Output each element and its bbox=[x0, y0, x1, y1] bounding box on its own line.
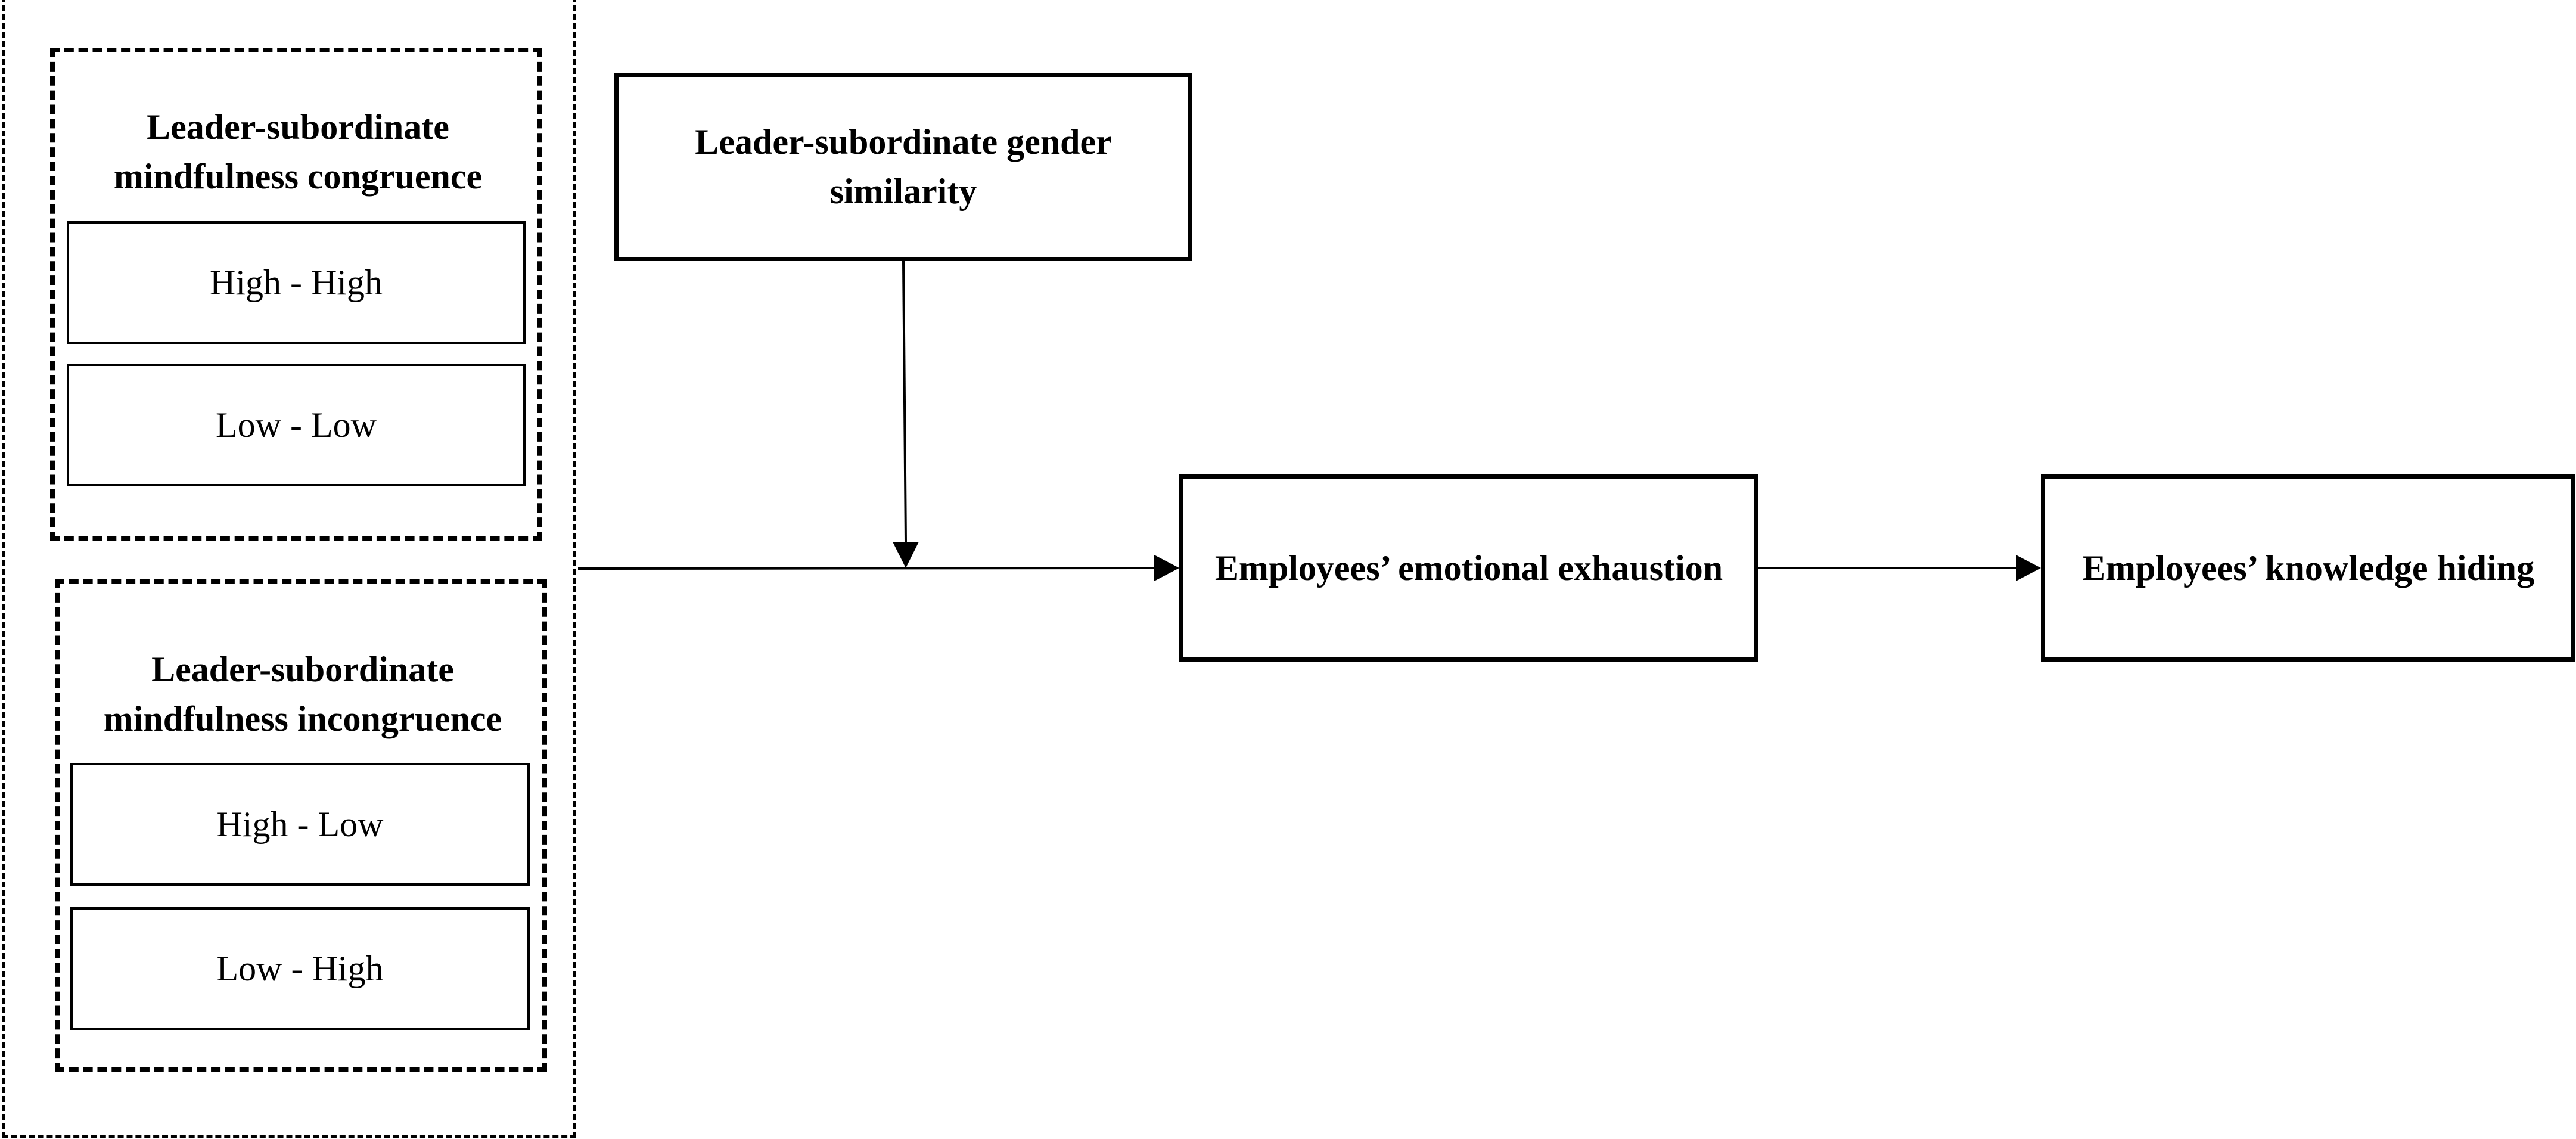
moderator-label: Leader-subordinate gender similarity bbox=[695, 122, 1112, 211]
moderator-node: Leader-subordinate gender similarity bbox=[614, 73, 1192, 261]
arrowhead-mediator-icon bbox=[1154, 555, 1179, 581]
high-low-label: High - Low bbox=[216, 804, 384, 844]
high-high-label: High - High bbox=[210, 262, 383, 302]
low-low-box: Low - Low bbox=[67, 364, 526, 486]
high-high-box: High - High bbox=[67, 221, 526, 344]
high-low-box: High - Low bbox=[70, 763, 530, 886]
edge-predictors-to-mediator bbox=[577, 567, 1158, 570]
low-low-label: Low - Low bbox=[216, 405, 377, 445]
outcome-label: Employees’ knowledge hiding bbox=[2082, 548, 2534, 588]
incongruence-group-frame bbox=[55, 579, 547, 1072]
low-high-box: Low - High bbox=[70, 907, 530, 1030]
incongruence-group-title-text: Leader-subordinate mindfulness incongrue… bbox=[103, 650, 502, 738]
mediator-label: Employees’ emotional exhaustion bbox=[1214, 548, 1723, 588]
mediator-node: Employees’ emotional exhaustion bbox=[1179, 474, 1758, 662]
edge-moderator-to-path bbox=[902, 260, 907, 543]
congruence-group-title: Leader-subordinate mindfulness congruenc… bbox=[54, 101, 542, 203]
predictor-container bbox=[2, 0, 576, 1138]
arrowhead-moderation-icon bbox=[893, 542, 919, 568]
incongruence-group-title: Leader-subordinate mindfulness incongrue… bbox=[58, 644, 547, 745]
arrowhead-outcome-icon bbox=[2016, 555, 2041, 581]
congruence-group-frame bbox=[50, 48, 542, 541]
congruence-group-title-text: Leader-subordinate mindfulness congruenc… bbox=[113, 107, 483, 196]
outcome-node: Employees’ knowledge hiding bbox=[2041, 474, 2575, 662]
low-high-label: Low - High bbox=[216, 948, 384, 988]
